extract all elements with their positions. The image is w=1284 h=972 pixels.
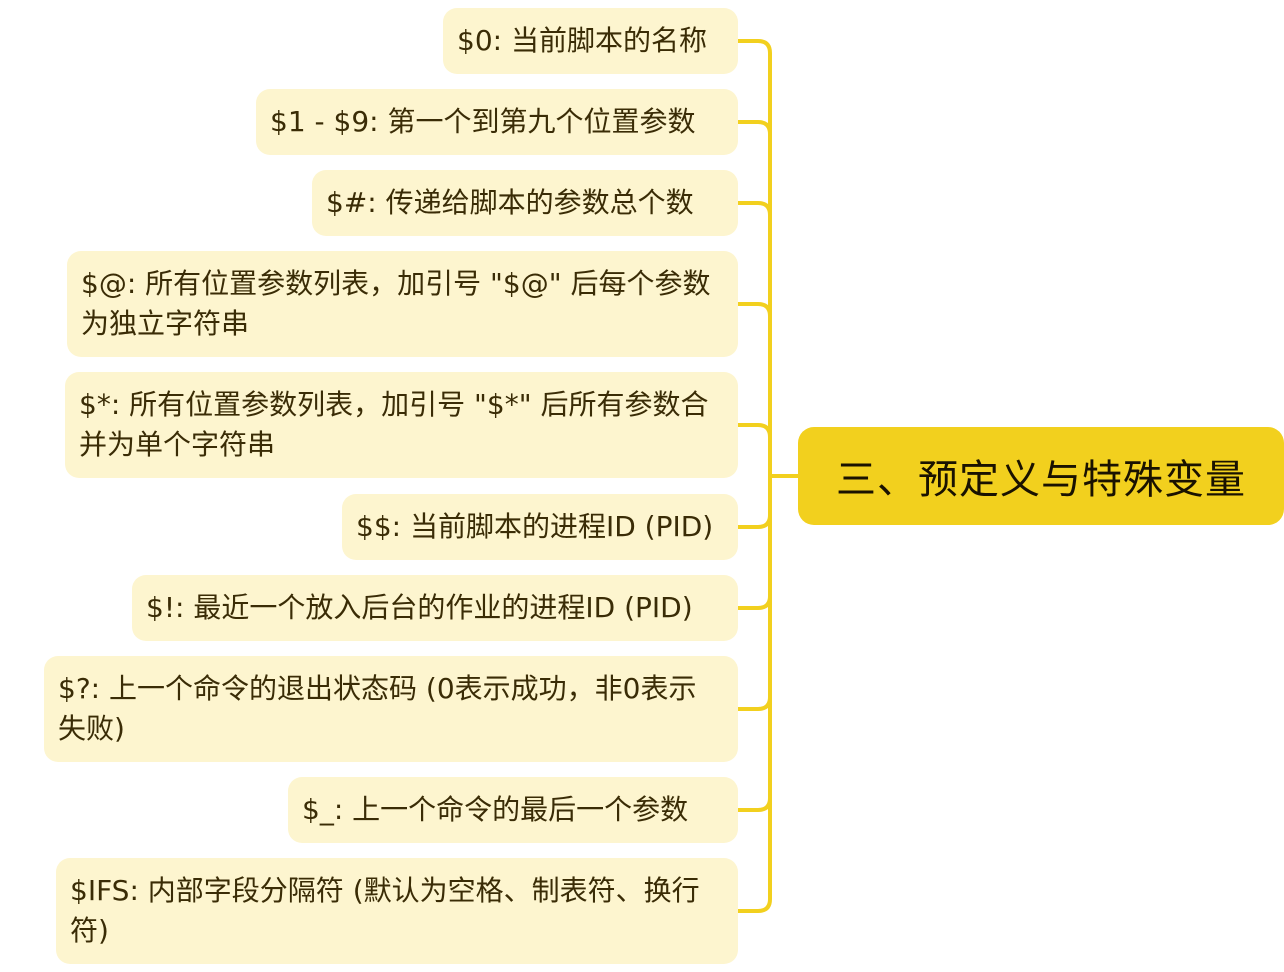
connector-4 [736, 423, 772, 478]
child-label: $_: 上一个命令的最后一个参数 [302, 793, 689, 826]
child-node-9[interactable]: $IFS: 内部字段分隔符 (默认为空格、制表符、换行符) [56, 858, 738, 964]
child-node-6[interactable]: $!: 最近一个放入后台的作业的进程ID (PID) [132, 575, 738, 641]
connector-6 [736, 474, 772, 610]
child-node-7[interactable]: $?: 上一个命令的退出状态码 (0表示成功，非0表示失败) [44, 656, 738, 762]
connector-3 [736, 302, 772, 478]
child-node-2[interactable]: $#: 传递给脚本的参数总个数 [312, 170, 738, 236]
child-label: $0: 当前脚本的名称 [457, 24, 707, 57]
child-node-1[interactable]: $1 - $9: 第一个到第九个位置参数 [256, 89, 738, 155]
root-label: 三、预定义与特殊变量 [836, 457, 1246, 503]
child-label: $?: 上一个命令的退出状态码 (0表示成功，非0表示失败) [58, 672, 697, 745]
child-label: $@: 所有位置参数列表，加引号 "$@" 后每个参数为独立字符串 [81, 267, 711, 340]
child-node-5[interactable]: $$: 当前脚本的进程ID (PID) [342, 494, 738, 560]
child-node-0[interactable]: $0: 当前脚本的名称 [443, 8, 738, 74]
child-label: $!: 最近一个放入后台的作业的进程ID (PID) [146, 591, 693, 624]
child-label: $#: 传递给脚本的参数总个数 [326, 186, 694, 219]
connector-1 [736, 120, 772, 478]
connector-0 [736, 39, 772, 478]
child-label: $$: 当前脚本的进程ID (PID) [356, 510, 714, 543]
child-label: $1 - $9: 第一个到第九个位置参数 [270, 105, 696, 138]
connector-9 [736, 474, 772, 913]
connector-2 [736, 201, 772, 478]
child-node-4[interactable]: $*: 所有位置参数列表，加引号 "$*" 后所有参数合并为单个字符串 [65, 372, 738, 478]
child-label: $IFS: 内部字段分隔符 (默认为空格、制表符、换行符) [70, 874, 700, 947]
child-node-3[interactable]: $@: 所有位置参数列表，加引号 "$@" 后每个参数为独立字符串 [67, 251, 738, 357]
root-node[interactable]: 三、预定义与特殊变量 [798, 427, 1284, 525]
child-node-8[interactable]: $_: 上一个命令的最后一个参数 [288, 777, 738, 843]
connector-5 [736, 474, 772, 529]
connector-7 [736, 474, 772, 711]
child-label: $*: 所有位置参数列表，加引号 "$*" 后所有参数合并为单个字符串 [79, 388, 709, 461]
